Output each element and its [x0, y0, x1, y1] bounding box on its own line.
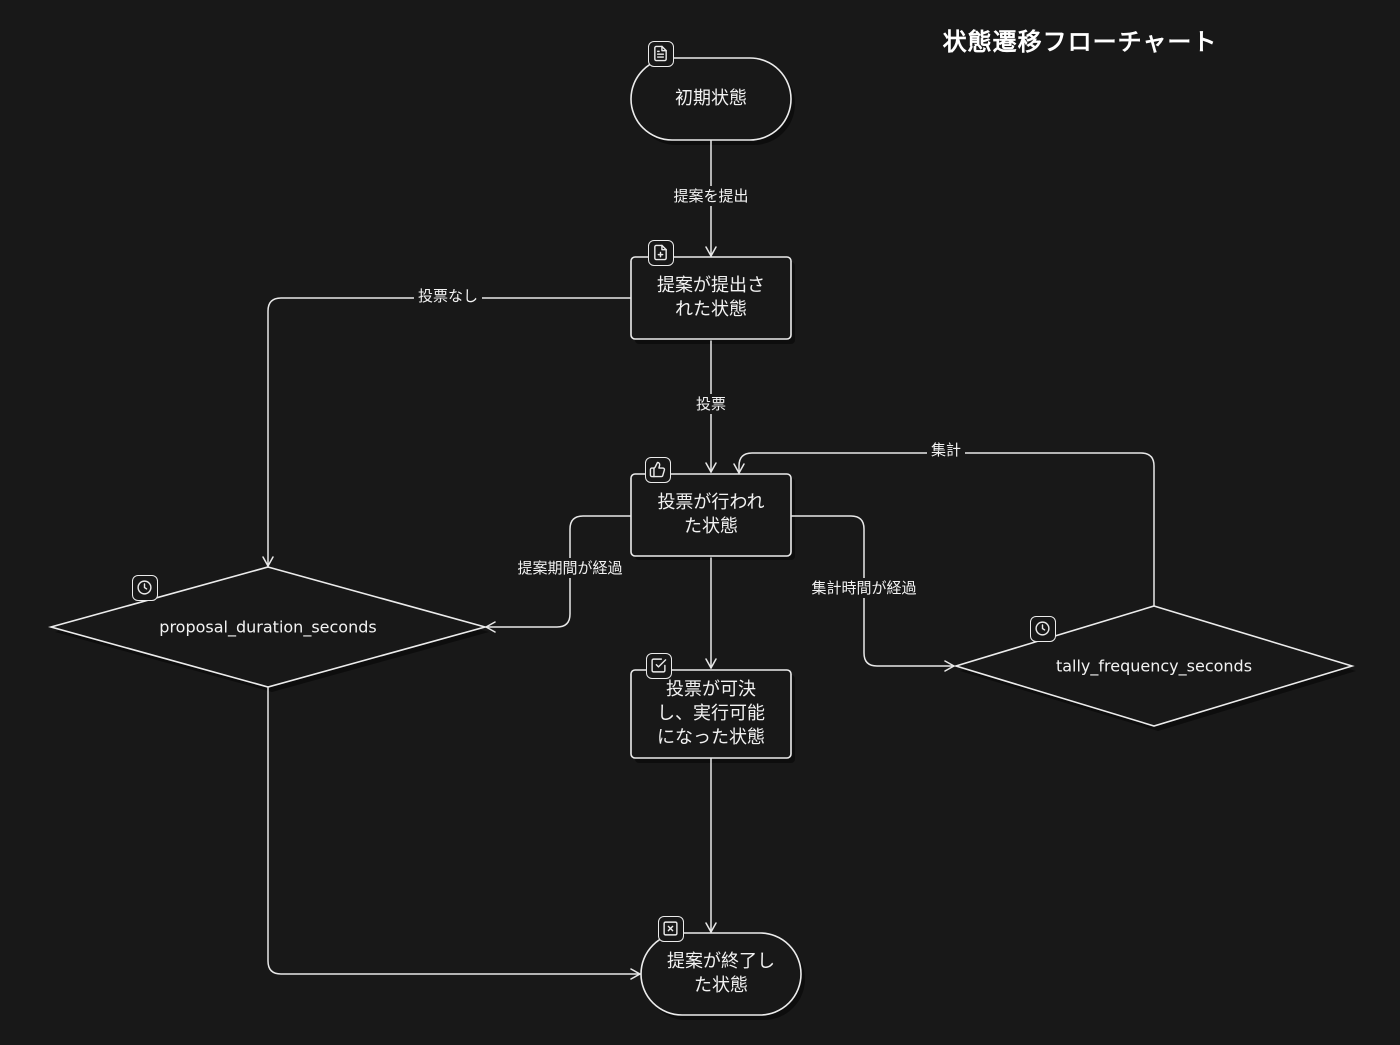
submitted-state-shape: [630, 256, 792, 340]
initial-state-shape: [630, 57, 792, 141]
proposal-timer-shape: [47, 566, 489, 688]
tally-timer-label: tally_frequency_seconds: [1055, 656, 1253, 676]
x-square-icon: [658, 916, 684, 942]
voted-state-label: 投票が行われ た状態: [657, 492, 765, 537]
edge-label-submit: 提案を提出: [669, 186, 753, 206]
edge-label-proposal-elapsed: 提案期間が経過: [513, 558, 627, 578]
approved-state-label: 投票が可決 し、実行可能 になった状態: [657, 679, 765, 748]
file-plus-icon: [648, 240, 674, 266]
clock-icon: [132, 575, 158, 601]
approved-state-shape: [630, 669, 792, 759]
edge-label-vote: 投票: [691, 394, 731, 414]
diagram-title: 状態遷移フローチャート: [942, 28, 1218, 56]
edge-tally: [733, 452, 1155, 607]
edge-label-tally: 集計: [926, 440, 966, 460]
edge-label-tally-elapsed: 集計時間が経過: [807, 578, 921, 598]
thumbs-up-icon: [645, 457, 671, 483]
ended-state-label: 提案が終了し た状態: [667, 951, 775, 996]
edge-label-no-vote: 投票なし: [413, 286, 483, 306]
initial-state-label: 初期状態: [675, 88, 747, 109]
clock-icon: [1030, 616, 1056, 642]
check-square-icon: [646, 653, 672, 679]
edge-no-vote: [262, 297, 631, 567]
voted-state-shape: [630, 473, 792, 557]
ended-state-shape: [640, 932, 802, 1016]
proposal-timer-label: proposal_duration_seconds: [159, 617, 377, 637]
file-text-icon: [648, 41, 674, 67]
submitted-state-label: 提案が提出さ れた状態: [657, 275, 765, 320]
edge-timeout-end: [267, 687, 641, 980]
